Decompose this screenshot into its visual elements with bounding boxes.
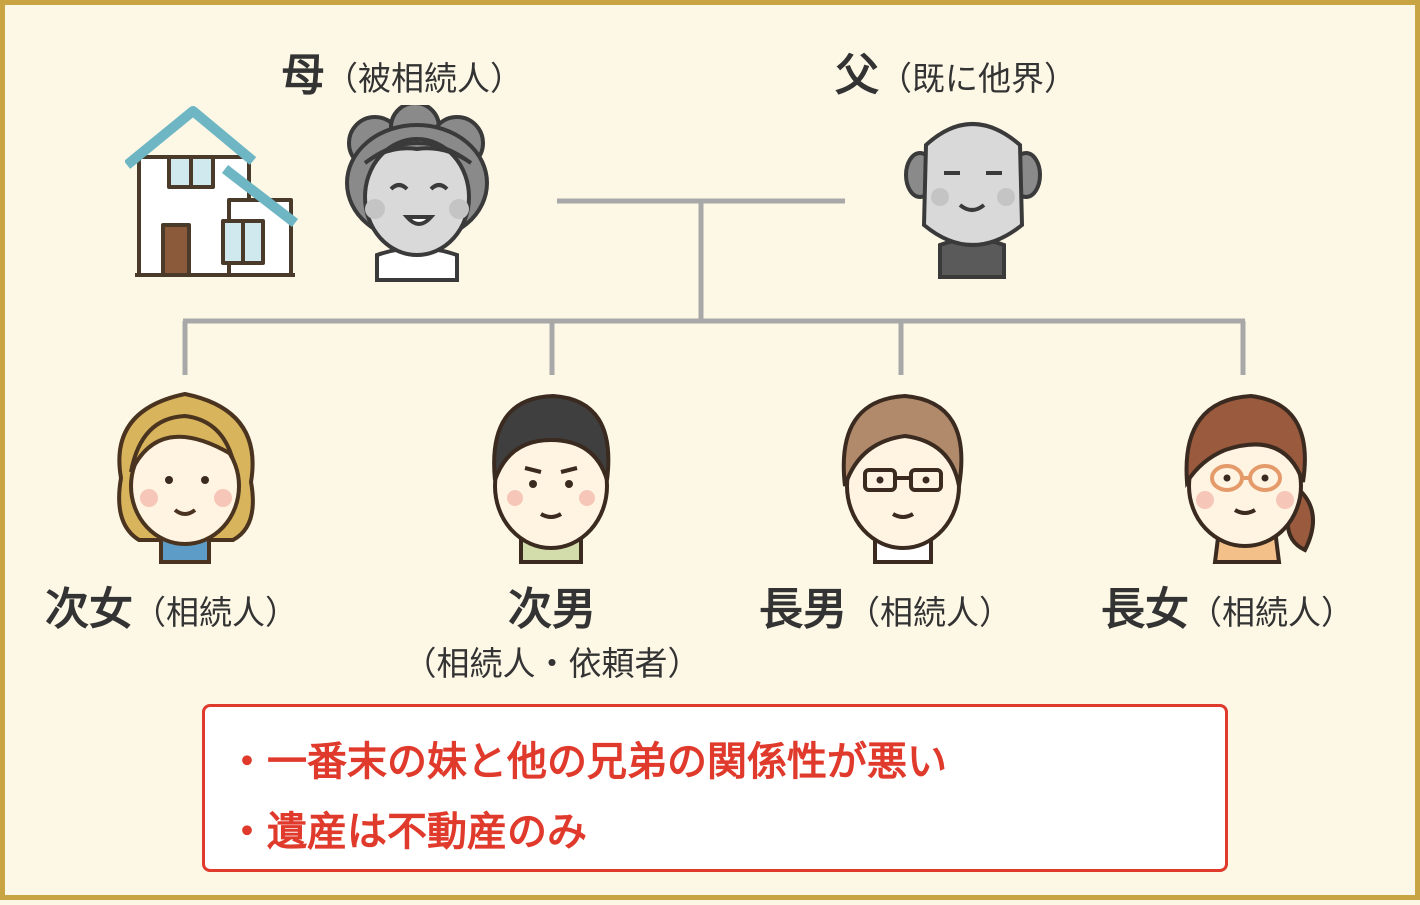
note-box: ・一番末の妹と他の兄弟の関係性が悪い ・遺産は不動産のみ — [202, 704, 1228, 872]
eldest-son-name: 長男 — [759, 584, 847, 635]
mother-name: 母 — [281, 50, 325, 101]
second-son-illustration — [492, 393, 611, 564]
note-line-relationship: ・一番末の妹と他の兄弟の関係性が悪い — [227, 739, 947, 785]
family-tree-lines — [182, 198, 1246, 375]
eldest-daughter-label: 長女（相続人） — [1101, 573, 1354, 637]
eldest-daughter-note: （相続人） — [1189, 593, 1354, 632]
father-note: （既に他界） — [879, 59, 1077, 98]
father-name: 父 — [835, 50, 879, 101]
eldest-son-illustration — [841, 393, 964, 564]
eldest-son-label: 長男（相続人） — [759, 573, 1012, 637]
second-daughter-illustration — [117, 391, 255, 564]
second-son-note: （相続人・依頼者） — [403, 644, 701, 683]
second-daughter-label: 次女（相続人） — [45, 573, 298, 637]
eldest-daughter-name: 長女 — [1101, 584, 1189, 635]
mother-note: （被相続人） — [325, 59, 523, 98]
eldest-daughter-illustration — [1184, 393, 1315, 564]
second-son-name: 次男 — [508, 584, 596, 635]
second-daughter-note: （相続人） — [133, 593, 298, 632]
second-daughter-name: 次女 — [45, 584, 133, 635]
father-label: 父（既に他界） — [835, 39, 1077, 103]
note-line-estate: ・遺産は不動産のみ — [227, 809, 587, 855]
father-illustration — [904, 122, 1042, 279]
mother-illustration — [345, 105, 489, 282]
eldest-son-note: （相続人） — [847, 593, 1012, 632]
house-icon — [125, 106, 299, 277]
second-son-label: 次男 （相続人・依頼者） — [377, 573, 727, 685]
mother-label: 母（被相続人） — [281, 39, 523, 103]
